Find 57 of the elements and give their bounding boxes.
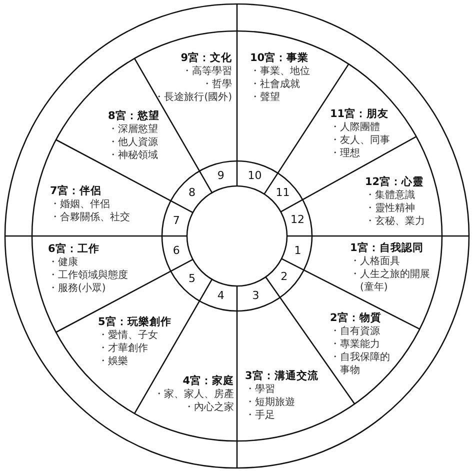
house-keyword: ・內心之家 [184, 401, 234, 414]
house-keyword: ・家、家人、房產 [154, 388, 234, 401]
house-title: 12宮：心靈 [365, 176, 424, 189]
house-title: 7宮：伴侶 [50, 185, 102, 198]
house-number: 1 [288, 244, 308, 258]
house-keyword: ・自我保障的事物 [330, 351, 391, 377]
house-keyword: ・神秘領域 [108, 149, 158, 162]
house-keyword: ・事業、地位 [250, 65, 310, 78]
house-keyword: ・深層慾望 [108, 123, 158, 136]
house-keyword: ・聲望 [250, 91, 280, 104]
house-keyword: ・他人資源 [108, 136, 158, 149]
house-keyword: ・人生之旅的開展(童年) [350, 268, 431, 294]
house-keyword: ・人際團體 [330, 121, 380, 134]
house-title: 11宮：朋友 [330, 108, 389, 121]
house-keyword: ・娛樂 [98, 355, 128, 368]
house-keyword: ・社會成就 [250, 78, 300, 91]
house-keyword: ・高等學習 [182, 65, 232, 78]
house-number: 6 [166, 244, 186, 258]
house-title: 9宮：文化 [180, 52, 232, 65]
house-keyword: ・自有資源 [330, 325, 380, 338]
house-title: 10宮：事業 [250, 52, 309, 65]
house-keyword: ・人格面具 [350, 255, 400, 268]
house-number: 2 [274, 270, 294, 284]
house-number: 7 [166, 214, 186, 228]
house-keyword: ・集體意識 [365, 189, 415, 202]
house-title: 8宮：慾望 [108, 110, 160, 123]
house-keyword: ・短期旅遊 [245, 396, 295, 409]
house-title: 5宮：玩樂創作 [98, 316, 172, 329]
house-keyword: ・理想 [330, 147, 360, 160]
house-keyword: ・長途旅行(國外) [154, 91, 232, 104]
house-title: 2宮：物質 [330, 312, 382, 325]
house-number: 8 [182, 186, 202, 200]
house-title: 1宮：自我認同 [350, 242, 424, 255]
house-number: 3 [246, 288, 266, 303]
house-keyword: ・愛情、子女 [98, 329, 158, 342]
house-number: 5 [182, 272, 202, 286]
house-number: 11 [272, 186, 293, 200]
house-number: 12 [288, 213, 308, 228]
house-keyword: ・專業能力 [330, 338, 380, 351]
house-keyword: ・才華創作 [98, 342, 148, 355]
house-keyword: ・工作領域與態度 [48, 269, 128, 282]
house-title: 3宮：溝通交流 [245, 370, 318, 383]
house-title: 4宮：家庭 [182, 375, 234, 388]
house-keyword: ・哲學 [202, 78, 232, 91]
house-keyword: ・靈性精神 [365, 202, 415, 215]
house-keyword: ・友人、同事 [330, 134, 390, 147]
house-keyword: ・學習 [245, 383, 275, 396]
house-keyword: ・手足 [245, 409, 275, 422]
house-keyword: ・服務(小眾) [48, 282, 106, 295]
house-number: 4 [210, 289, 231, 304]
house-title: 6宮：工作 [48, 243, 100, 256]
house-number: 9 [210, 168, 231, 183]
house-keyword: ・婚姻、伴侶 [50, 198, 110, 211]
house-keyword: ・合夥關係、社交 [50, 211, 130, 224]
house-keyword: ・玄秘、業力 [365, 215, 425, 228]
house-keyword: ・健康 [48, 256, 78, 269]
house-number: 10 [244, 169, 265, 184]
